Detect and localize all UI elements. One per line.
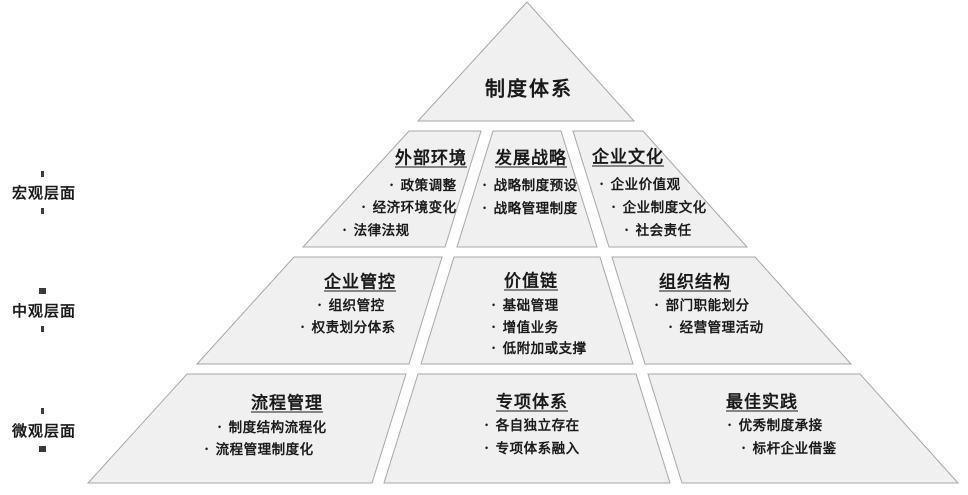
dash-marker [41,408,44,414]
bullet-item: 经济环境变化 [362,196,457,216]
cell-heading-org-structure: 组织结构 [659,272,731,292]
bullet-item: 低附加或支撑 [492,337,587,357]
bullet-item: 制度结构流程化 [218,416,327,436]
bullet-item: 权责划分体系 [301,316,396,336]
bullet-item: 各自独立存在 [485,414,580,434]
bullet-item: 专项体系融入 [485,437,580,457]
dash-marker [39,288,46,294]
cell-heading-value-chain: 价值链 [504,271,558,291]
bullet-item: 战略管理制度 [483,197,578,217]
bullet-item: 增值业务 [492,316,559,336]
bullet-item: 战略制度预设 [483,174,578,194]
level-label-micro: 微观层面 [0,415,88,445]
cell-heading-dev-strategy: 发展战略 [495,148,567,168]
level-label-macro: 宏观层面 [0,177,88,207]
dash-marker [41,208,44,214]
bullet-item: 社会责任 [625,219,692,239]
bullet-item: 基础管理 [492,294,559,314]
bullet-item: 企业制度文化 [612,196,707,216]
dash-marker [41,326,44,332]
bullet-item: 部门职能划分 [655,294,750,314]
bullet-item: 标杆企业借鉴 [742,437,837,457]
bullet-item: 经营管理活动 [669,316,764,336]
cell-heading-best-practice: 最佳实践 [726,392,798,412]
bullet-item: 法律法规 [343,219,410,239]
bullet-item: 组织管控 [318,294,385,314]
bullet-item: 企业价值观 [600,173,681,193]
level-label-meso: 中观层面 [0,295,88,325]
pyramid-title: 制度体系 [485,78,573,101]
cell-heading-process-mgmt: 流程管理 [251,393,323,413]
bullet-item: 流程管理制度化 [205,438,314,458]
cell-heading-special-system: 专项体系 [496,392,568,412]
cell-heading-corp-control: 企业管控 [324,272,396,292]
bullet-item: 政策调整 [390,174,457,194]
cell-heading-corp-culture: 企业文化 [592,147,664,167]
pyramid-apex-shape [416,1,636,122]
dash-marker [41,171,44,177]
bullet-item: 优秀制度承接 [728,414,823,434]
dash-marker [39,446,46,452]
cell-heading-external-env: 外部环境 [395,148,467,168]
